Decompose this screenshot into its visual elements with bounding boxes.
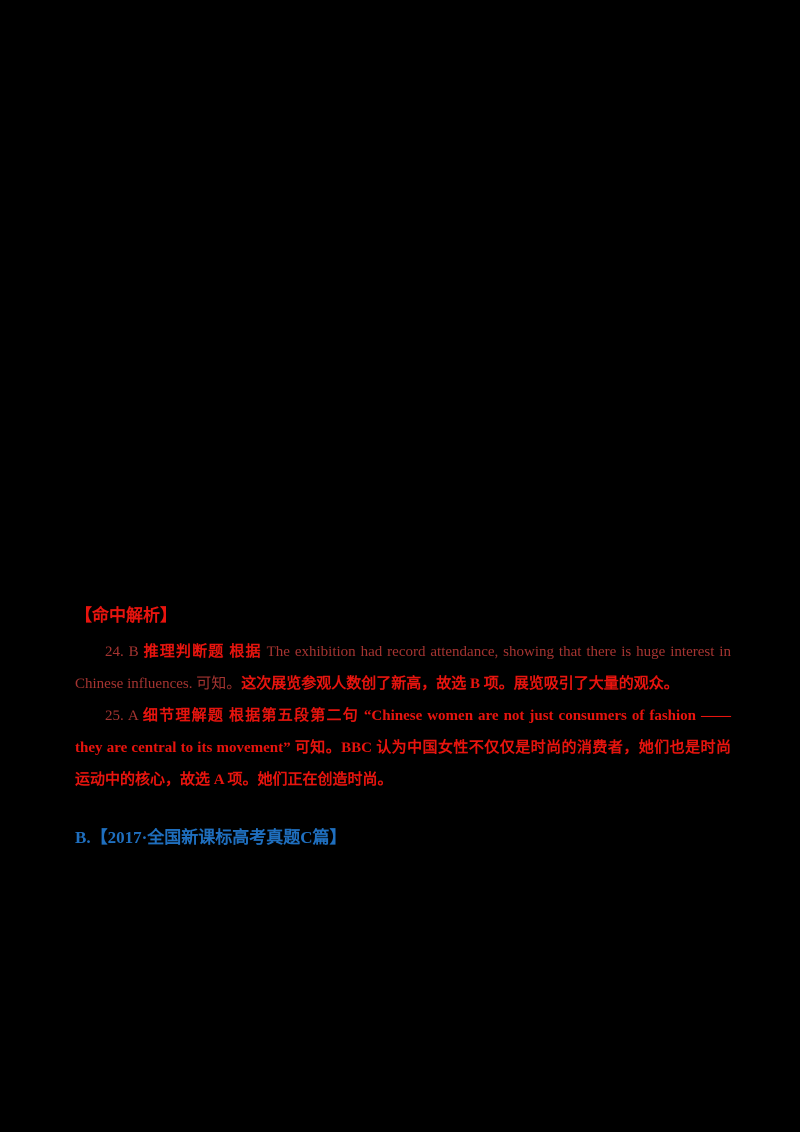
- text-run: 25. A: [105, 708, 143, 724]
- text-run: 24. B: [105, 644, 144, 660]
- analysis-item-25: 25. A 细节理解题 根据第五段第二句 “Chinese women are …: [75, 700, 731, 796]
- text-run: The exhibition had record attendance, sh…: [75, 644, 731, 692]
- text-run: 细节理解题 根据第五段第二句 “Chinese women are not ju…: [75, 708, 731, 788]
- analysis-item-24: 24. B 推理判断题 根据 The exhibition had record…: [75, 636, 731, 700]
- analysis-heading: 【命中解析】: [75, 606, 177, 625]
- answer-analysis-section: 【命中解析】 24. B 推理判断题 根据 The exhibition had…: [75, 604, 731, 850]
- text-run: 推理判断题 根据: [143, 644, 267, 660]
- text-run: 这次展览参观人数创了新高，故选 B 项。展览吸引了大量的观众。: [241, 676, 679, 692]
- next-section-heading: B.【2017·全国新课标高考真题C篇】: [75, 828, 347, 847]
- analysis-items: 24. B 推理判断题 根据 The exhibition had record…: [75, 636, 731, 796]
